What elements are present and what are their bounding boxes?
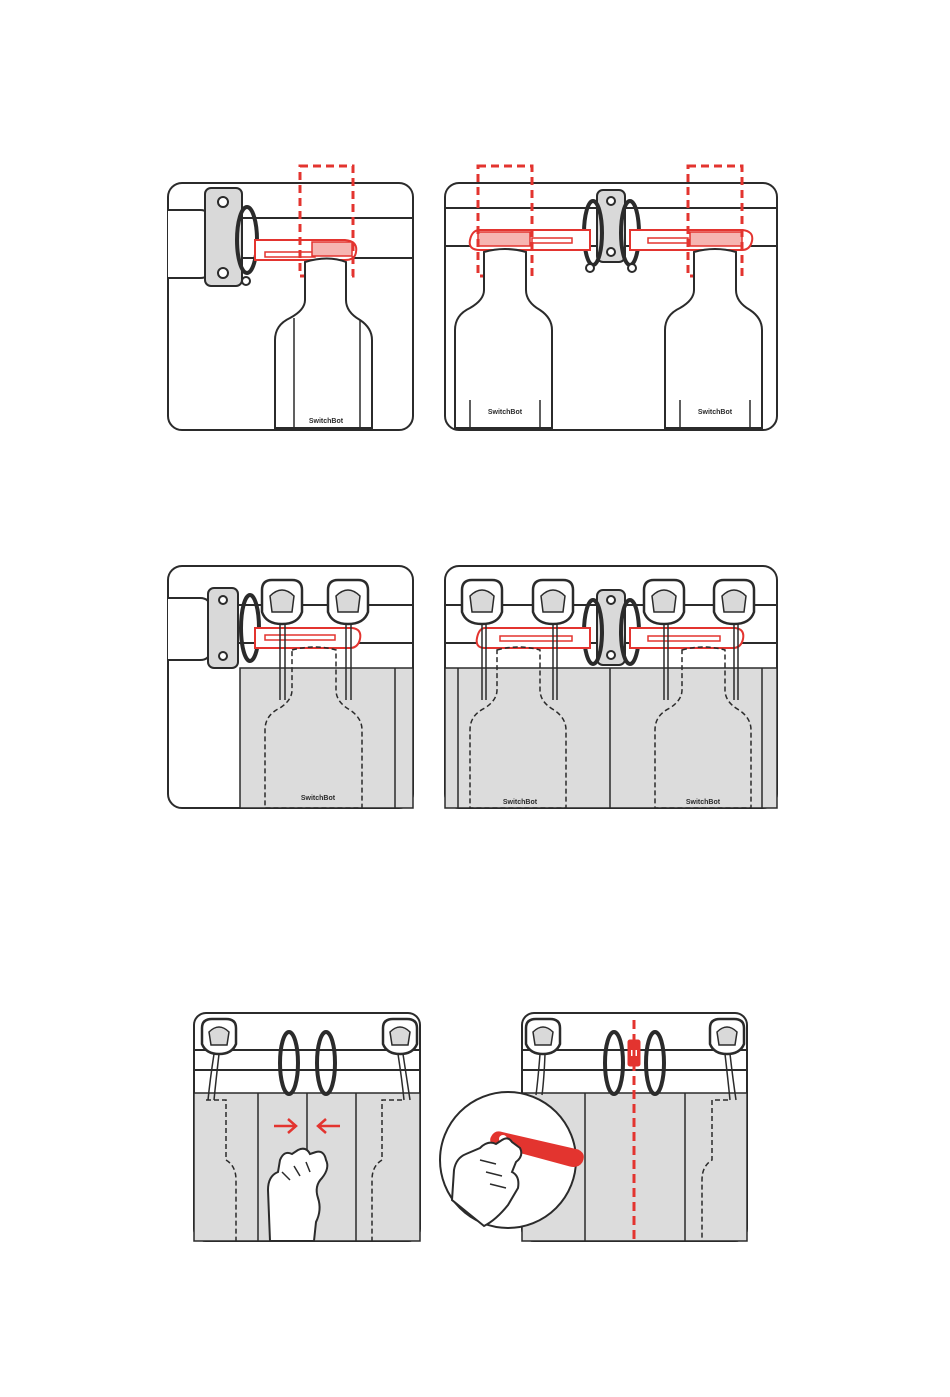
- rail-bracket-icon: [208, 588, 238, 668]
- panel-3-push-together: [185, 1005, 430, 1250]
- device-brand-label: SwitchBot: [698, 409, 733, 416]
- device-brand-label: SwitchBot: [301, 795, 336, 802]
- slider-hook-icon: [714, 580, 754, 624]
- slider-hook-icon: [526, 1019, 560, 1054]
- curtain-panel: [240, 668, 413, 808]
- curtain-panel: [445, 668, 777, 808]
- ring-hook-icon: [242, 277, 250, 285]
- slider-hook-icon: [710, 1019, 744, 1054]
- device-brand-label: SwitchBot: [686, 799, 721, 806]
- panel-3-attach-magnet: [435, 1005, 755, 1250]
- red-slider-arm-icon: [255, 628, 360, 648]
- panel-2-single-bot-curtain: SwitchBot: [160, 555, 420, 815]
- panel-1-single-bot-rail: SwitchBot: [160, 155, 420, 440]
- hatched-contact-area: [478, 232, 530, 246]
- ring-hook-icon: [586, 264, 594, 272]
- slider-hook-icon: [383, 1019, 417, 1054]
- slider-hook-icon: [462, 580, 502, 624]
- panel-1-two-bots-rail: SwitchBot SwitchBot: [440, 155, 790, 440]
- device-brand-label: SwitchBot: [488, 409, 523, 416]
- slider-hook-icon: [202, 1019, 236, 1054]
- red-slider-arm-icon: [630, 628, 743, 648]
- panel-2-two-bots-curtain: SwitchBot SwitchBot: [440, 555, 790, 815]
- hatched-contact-area: [312, 242, 352, 256]
- red-slider-arm-icon: [477, 628, 590, 648]
- slider-hook-icon: [533, 580, 573, 624]
- rod-end-cap-icon: [168, 210, 210, 278]
- rod-end-cap-icon: [168, 598, 210, 660]
- device-brand-label: SwitchBot: [503, 799, 538, 806]
- hatched-contact-area: [690, 232, 742, 246]
- device-brand-label: SwitchBot: [309, 418, 344, 425]
- ring-hook-icon: [628, 264, 636, 272]
- slider-hook-icon: [644, 580, 684, 624]
